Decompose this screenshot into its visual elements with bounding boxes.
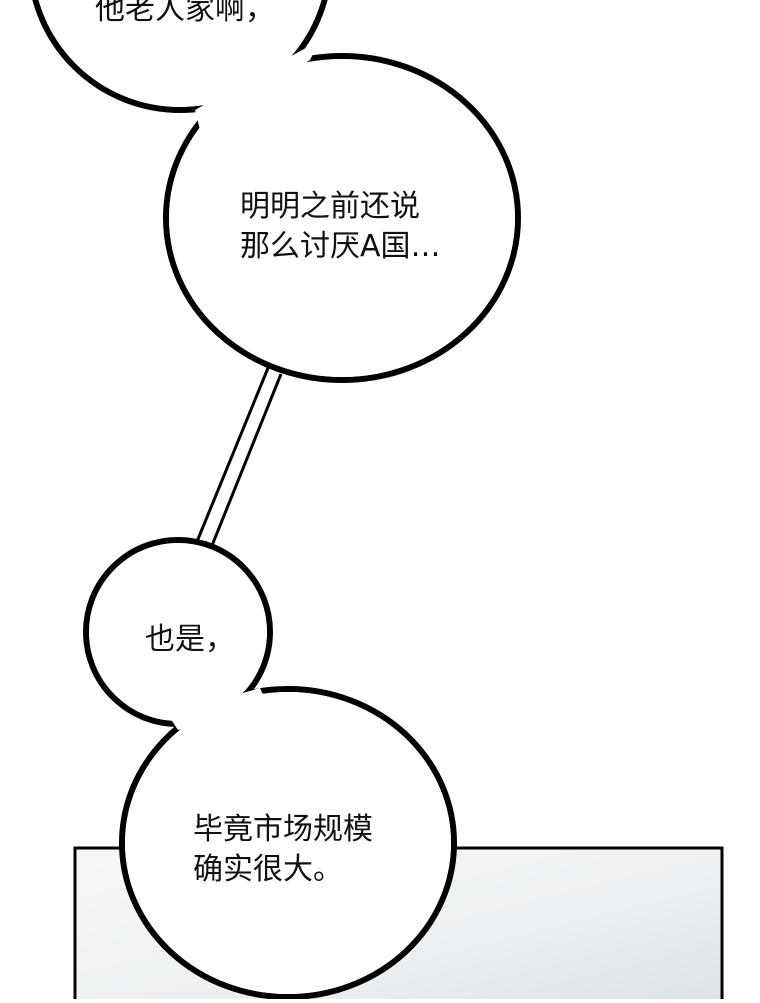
speech-bubble-bottom-group <box>83 537 457 1000</box>
speech-bubble-top-group <box>32 0 521 383</box>
bubble-4-line-2: 确实很大。 <box>193 852 343 887</box>
bubble-text-1: 他老人家啊， <box>95 0 275 30</box>
bubble-3-line-1: 也是， <box>145 622 235 657</box>
bubble-connector <box>194 367 283 549</box>
bubble-text-3: 也是， <box>145 620 235 660</box>
bubble-2-line-1: 明明之前还说 <box>240 189 420 224</box>
bubble-text-4: 毕竟市场规模 确实很大。 <box>193 810 373 890</box>
bubble-4-line-1: 毕竟市场规模 <box>193 812 373 847</box>
bubble-text-2: 明明之前还说 那么讨厌A国… <box>240 187 441 267</box>
bubble-1-line-1: 他老人家啊， <box>95 0 275 27</box>
bubble-2-line-2: 那么讨厌A国… <box>240 229 441 264</box>
